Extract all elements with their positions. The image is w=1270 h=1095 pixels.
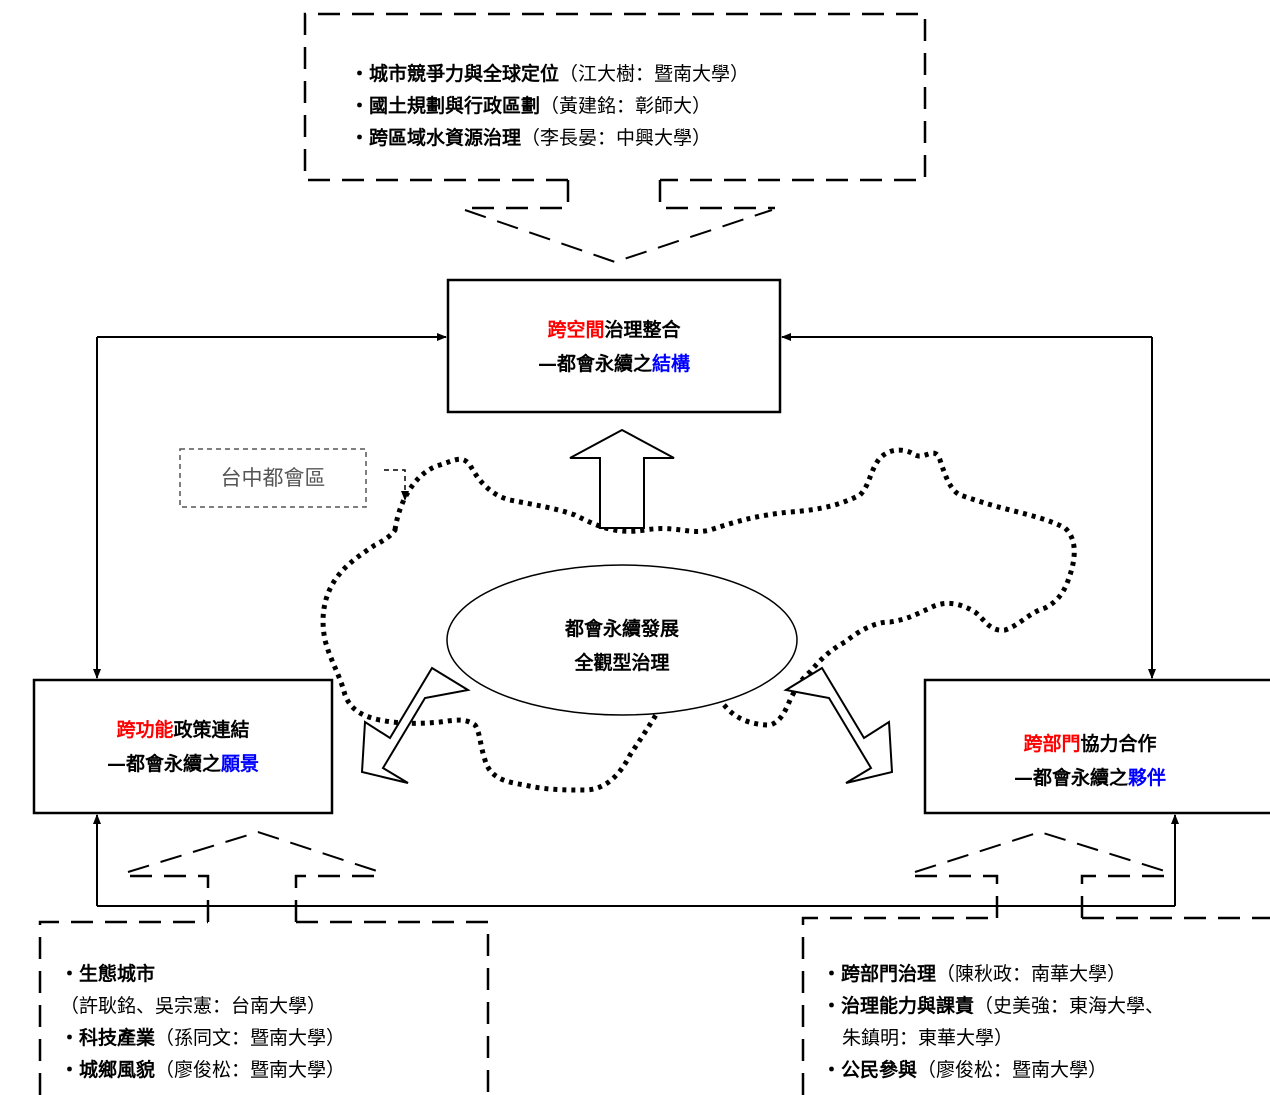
right-item-1: ・跨部門治理（陳秋政：南華大學） <box>822 963 1127 985</box>
right-box-list: ・跨部門治理（陳秋政：南華大學） ・治理能力與課責（史美強：東海大學、 朱鎮明：… <box>822 958 1164 1086</box>
region-label: 台中都會區 <box>220 466 326 490</box>
center-left-line2: —都會永續之願景 <box>106 753 260 775</box>
top-item-1: ・城市競爭力與全球定位（江大樹：暨南大學） <box>350 63 750 85</box>
center-top-line1: 跨空間治理整合 <box>547 319 681 341</box>
center-left-text: 跨功能政策連結 —都會永續之願景 <box>34 713 332 781</box>
center-right-line1: 跨部門協力合作 <box>1023 733 1157 755</box>
ellipse-text: 都會永續發展 全觀型治理 <box>447 612 797 680</box>
center-top-box <box>446 278 782 414</box>
ellipse-line2: 全觀型治理 <box>574 652 670 674</box>
left-item-3: ・城鄉風貌（廖俊松：暨南大學） <box>60 1059 346 1081</box>
right-notch <box>915 874 1168 918</box>
left-notch <box>130 874 380 922</box>
central-ellipse <box>446 564 798 716</box>
right-item-2: ・治理能力與課責（史美強：東海大學、 <box>822 995 1165 1017</box>
top-dashed-arrow <box>464 209 773 264</box>
left-item-2: ・科技產業（孫同文：暨南大學） <box>60 1027 346 1049</box>
ellipse-line1: 都會永續發展 <box>564 618 679 640</box>
top-box-list: ・城市競爭力與全球定位（江大樹：暨南大學） ・國土規劃與行政區劃（黃建銘：彰師大… <box>350 58 749 154</box>
block-arrow-down-right <box>783 666 894 784</box>
left-dashed-arrow <box>127 830 381 873</box>
left-item-1-person: （許耿銘、吳宗憲：台南大學） <box>60 995 327 1017</box>
center-right-line2: —都會永續之夥伴 <box>1013 767 1167 789</box>
top-source-box <box>303 12 927 182</box>
left-item-1: ・生態城市 <box>60 963 156 985</box>
region-pointer <box>384 469 409 501</box>
region-boundary <box>320 447 1077 793</box>
right-dashed-arrow <box>914 830 1169 873</box>
right-item-2-cont: 朱鎮明：東華大學） <box>842 1027 1014 1049</box>
center-top-line2: —都會永續之結構 <box>537 353 691 375</box>
top-notch <box>460 180 775 210</box>
top-item-2: ・國土規劃與行政區劃（黃建銘：彰師大） <box>350 95 712 117</box>
left-box-list: ・生態城市 （許耿銘、吳宗憲：台南大學） ・科技產業（孫同文：暨南大學） ・城鄉… <box>60 958 345 1086</box>
center-left-line1: 跨功能政策連結 <box>116 719 250 741</box>
block-arrow-up <box>569 428 675 529</box>
right-box <box>923 678 1270 815</box>
right-item-3: ・公民參與（廖俊松：暨南大學） <box>822 1059 1108 1081</box>
left-box <box>32 678 334 815</box>
right-source-box <box>801 916 1270 1095</box>
region-label-box <box>179 448 367 508</box>
center-right-text: 跨部門協力合作 —都會永續之夥伴 <box>925 727 1255 795</box>
block-arrow-down-left <box>360 666 471 784</box>
left-source-box <box>38 920 490 1095</box>
top-item-3: ・跨區域水資源治理（李長晏：中興大學） <box>350 127 712 149</box>
center-top-text: 跨空間治理整合 —都會永續之結構 <box>448 313 780 381</box>
